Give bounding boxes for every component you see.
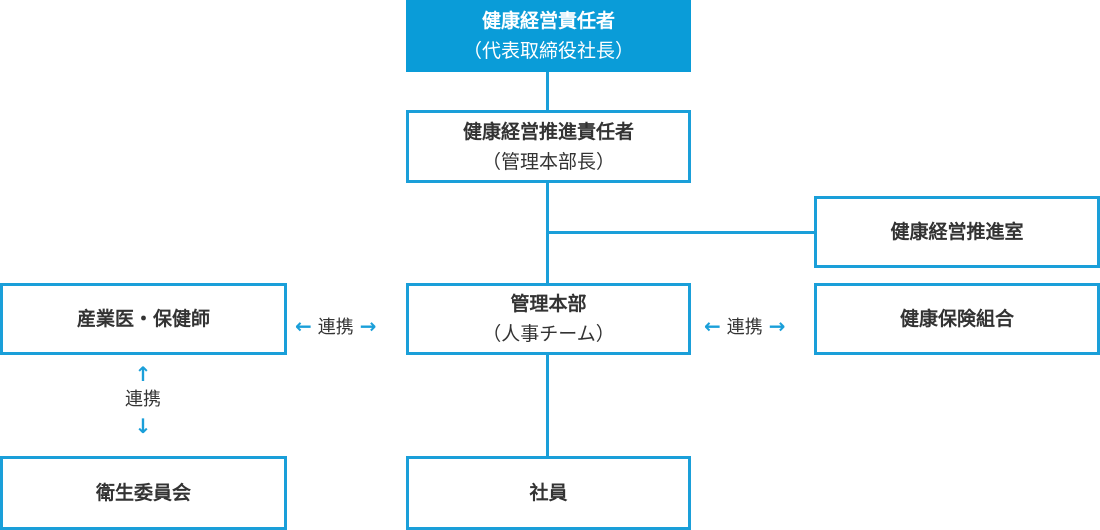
node-subtitle: （管理本部長） [481,150,615,173]
link-vertical: ↑ 連携 ↓ [118,362,168,438]
node-insurance: 健康保険組合 [814,283,1100,355]
node-subtitle: （人事チーム） [482,323,615,345]
node-title: 健康経営推進室 [890,221,1024,243]
node-committee: 衛生委員会 [0,456,287,530]
arrow-left-icon: ← [704,314,721,338]
node-title: 産業医・保健師 [76,308,210,330]
node-doctor: 産業医・保健師 [0,283,287,355]
arrow-up-icon: ↑ [134,362,152,386]
connector-office [546,231,814,234]
node-title: 健康保険組合 [899,308,1014,330]
node-subtitle: （代表取締役社長） [462,40,634,62]
node-title: 衛生委員会 [95,482,191,504]
arrow-down-icon: ↓ [134,414,152,438]
link-label: 連携 [125,389,161,410]
node-employees: 社員 [406,456,691,530]
node-title: 管理本部 [510,293,587,315]
connector-ceo-lead [546,72,549,110]
link-right: ← 連携 → [704,313,786,339]
arrow-right-icon: → [768,314,786,338]
arrow-left-icon: ← [295,314,312,338]
node-admin: 管理本部 （人事チーム） [406,283,691,355]
node-title: 健康経営推進責任者 [462,120,634,143]
link-label: 連携 [317,317,354,338]
node-title: 健康経営責任者 [481,10,615,32]
node-promotion-lead: 健康経営推進責任者 （管理本部長） [406,110,691,183]
node-promotion-office: 健康経営推進室 [814,196,1100,268]
node-ceo: 健康経営責任者 （代表取締役社長） [406,0,691,72]
link-left: ← 連携 → [295,313,377,339]
node-title: 社員 [529,482,568,504]
arrow-right-icon: → [359,314,377,338]
link-label: 連携 [726,317,763,338]
connector-admin-employees [546,355,549,456]
